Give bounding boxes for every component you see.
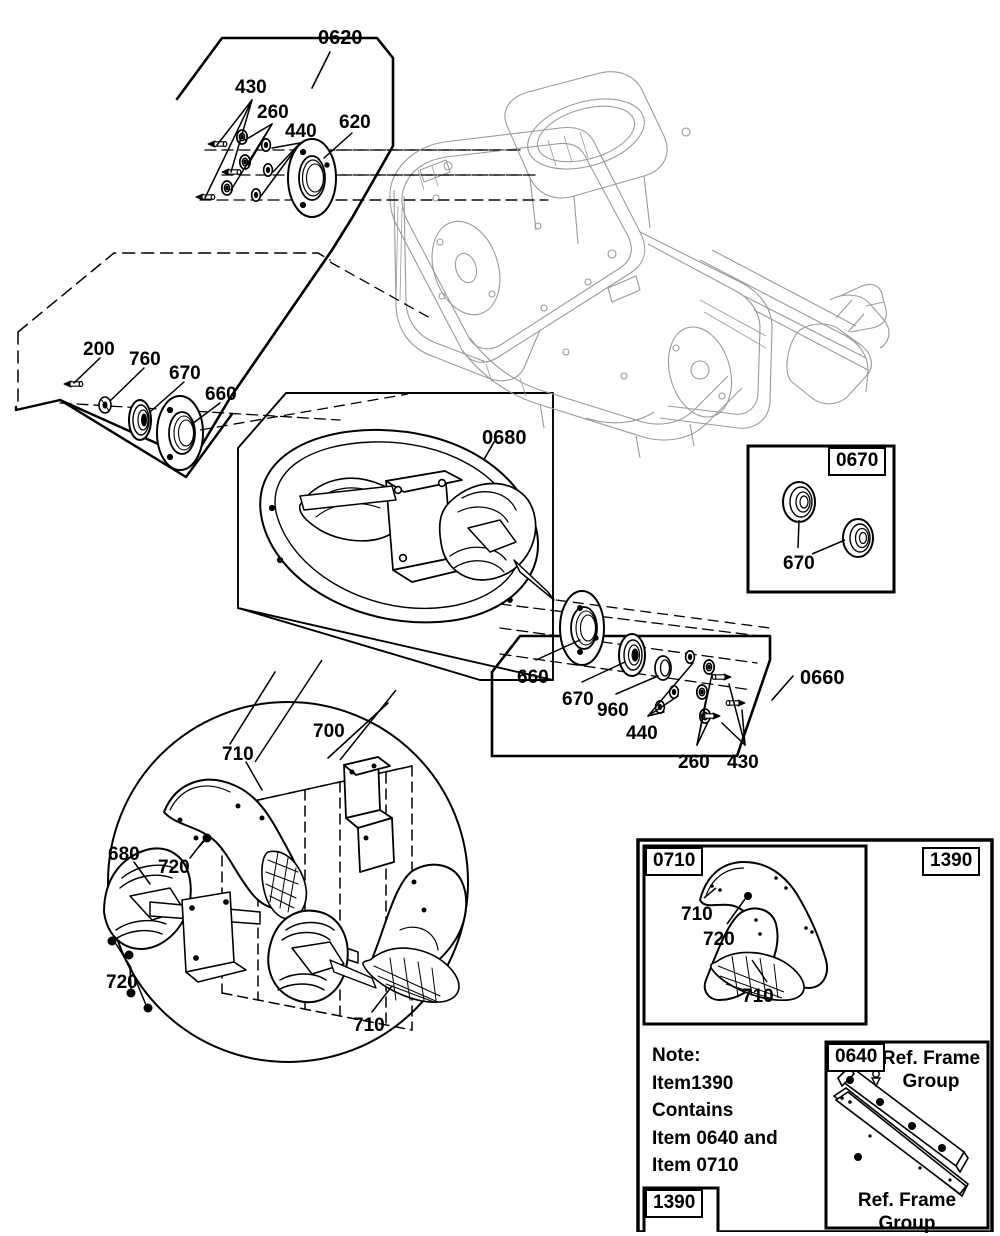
- note-line-0: Note:: [652, 1045, 701, 1066]
- callout-440: 440: [285, 121, 317, 142]
- callout-leaders-seal: [73, 357, 221, 425]
- auger-assembly-0680: [259, 428, 555, 624]
- callout-710-lower: 710: [353, 1015, 385, 1036]
- callout-660-right: 660: [517, 667, 549, 688]
- callout-710-upper: 710: [222, 744, 254, 765]
- leader-0680-to-circle: [254, 659, 323, 763]
- callout-0620: 0620: [318, 27, 363, 49]
- callout-760: 760: [129, 349, 161, 370]
- callout-710-inset-b: 710: [742, 986, 774, 1007]
- reference-housing-drawing: [389, 71, 890, 459]
- callout-960: 960: [597, 700, 629, 721]
- callout-710-inset-a: 710: [681, 904, 713, 925]
- projection-lines-seal: [199, 261, 431, 431]
- fastener-720-set: [107, 833, 212, 1013]
- projection-lines-0680: [555, 599, 771, 629]
- bearing-670-left: [128, 399, 152, 441]
- seal-group-outline: [14, 398, 234, 479]
- callout-670-right: 670: [562, 689, 594, 710]
- note-line-1: Item1390: [652, 1072, 734, 1094]
- callout-430: 430: [235, 77, 267, 98]
- callout-660-left: 660: [205, 384, 237, 405]
- detail-circle-content: [103, 756, 468, 1031]
- callout-200: 200: [83, 339, 115, 360]
- note-line-3: Item 0640 and: [652, 1127, 778, 1149]
- inset-tag-1390: 1390: [922, 847, 981, 876]
- note-block: Note: Item1390 Contains Item 0640 and It…: [652, 1042, 778, 1180]
- callout-260: 260: [257, 102, 289, 123]
- projection-lines-upper: [336, 149, 545, 201]
- flange-660-right: [559, 590, 605, 666]
- group-0680-outline: [237, 392, 554, 681]
- callout-670-left: 670: [169, 363, 201, 384]
- bolt-200: [63, 380, 84, 388]
- inset-0640-frame: [824, 1040, 990, 1230]
- inset-0710-frame: [642, 844, 868, 1026]
- bearing-670-right: [618, 633, 646, 677]
- group-0620-outline: [175, 36, 395, 462]
- callout-700: 700: [313, 721, 345, 742]
- inset-tag-0640: 0640: [827, 1043, 886, 1072]
- flange-660-left: [156, 395, 204, 471]
- bearing-670-inset-a: [782, 481, 816, 523]
- callout-leaders-0620: [204, 99, 353, 199]
- callout-720-upper: 720: [158, 857, 190, 878]
- callout-670-inset: 670: [783, 553, 815, 574]
- washer-440-set: [250, 138, 274, 202]
- callout-440-right: 440: [626, 723, 658, 744]
- inset-tag-1390-bottom: 1390: [645, 1189, 704, 1218]
- note-line-4: Item 0710: [652, 1155, 739, 1177]
- callout-0660: 0660: [800, 667, 845, 689]
- group-0660-outline: [490, 634, 772, 758]
- callout-720-inset: 720: [703, 929, 735, 950]
- callout-leaders-0660: [535, 639, 746, 746]
- callout-0680: 0680: [482, 427, 527, 449]
- note-line-2: Contains: [652, 1100, 734, 1122]
- washer-760: [98, 396, 112, 414]
- inset-1390-frame: [636, 838, 994, 1232]
- callout-720-lower: 720: [106, 972, 138, 993]
- detail-circle-leader: [339, 689, 397, 761]
- callout-620: 620: [339, 112, 371, 133]
- seal-group-dashed-box: [17, 252, 331, 409]
- inset-tag-0710: 0710: [645, 847, 704, 876]
- bearing-670-inset-b: [842, 518, 874, 558]
- callout-680: 680: [108, 844, 140, 865]
- callout-260-right: 260: [678, 752, 710, 773]
- fastener-720-inset: [744, 892, 752, 900]
- callout-430-right: 430: [727, 752, 759, 773]
- washer-960: [654, 655, 672, 681]
- inset-tag-0670: 0670: [828, 447, 887, 476]
